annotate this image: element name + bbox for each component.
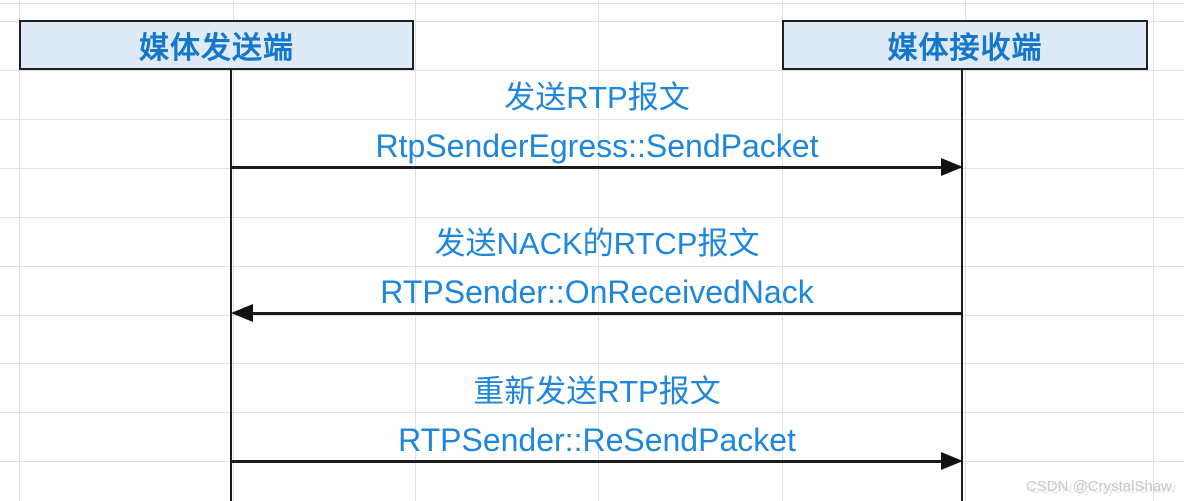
- gridline: [0, 363, 1184, 364]
- message-3-code: RTPSender::ReSendPacket: [398, 422, 796, 458]
- message-2: 发送NACK的RTCP报文 RTPSender::OnReceivedNack: [232, 220, 962, 316]
- gridline: [0, 315, 1184, 316]
- message-2-title: 发送NACK的RTCP报文: [434, 226, 760, 261]
- message-3: 重新发送RTP报文 RTPSender::ReSendPacket: [232, 368, 962, 464]
- participant-box-receiver: 媒体接收端: [782, 20, 1148, 70]
- message-1: 发送RTP报文 RtpSenderEgress::SendPacket: [232, 74, 962, 170]
- gridline: [0, 412, 1184, 413]
- gridline: [965, 0, 966, 501]
- arrowhead-left-icon: [231, 304, 253, 322]
- gridline: [0, 266, 1184, 267]
- lifeline-sender: [230, 70, 232, 501]
- message-3-title: 重新发送RTP报文: [473, 374, 721, 409]
- gridline: [782, 0, 783, 501]
- gridline: [0, 119, 1184, 120]
- participant-box-sender: 媒体发送端: [19, 20, 414, 70]
- message-1-title: 发送RTP报文: [504, 80, 690, 115]
- gridline: [598, 0, 599, 501]
- message-2-arrow: [252, 312, 963, 315]
- participant-label-sender: 媒体发送端: [139, 32, 294, 65]
- message-1-arrow: [231, 166, 943, 169]
- message-1-code: RtpSenderEgress::SendPacket: [375, 128, 819, 164]
- lifeline-receiver: [961, 70, 963, 501]
- arrowhead-right-icon: [941, 452, 963, 470]
- gridline: [0, 3, 1184, 4]
- watermark: CSDN @CrystalShaw: [1025, 478, 1172, 495]
- gridline: [233, 0, 234, 501]
- gridline: [1153, 0, 1154, 501]
- message-3-arrow: [231, 460, 943, 463]
- gridline: [0, 21, 1184, 22]
- gridline: [415, 0, 416, 501]
- gridline: [0, 217, 1184, 218]
- gridline: [0, 70, 1184, 71]
- participant-label-receiver: 媒体接收端: [887, 32, 1043, 65]
- arrowhead-right-icon: [941, 158, 963, 176]
- gridline: [19, 0, 20, 501]
- message-2-code: RTPSender::OnReceivedNack: [380, 274, 814, 310]
